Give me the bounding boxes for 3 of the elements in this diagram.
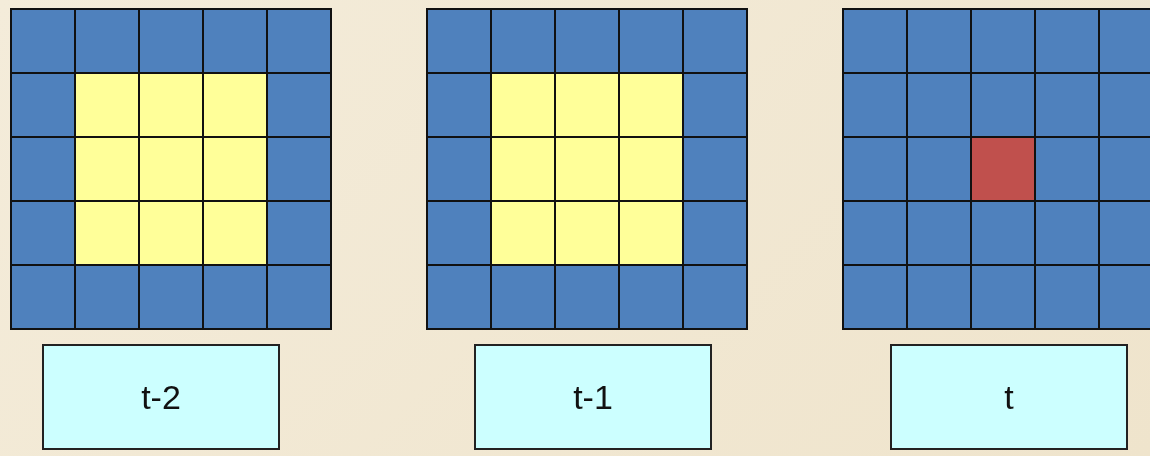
time-step-box: t-2 bbox=[42, 344, 280, 450]
time-step-box: t bbox=[890, 344, 1128, 450]
time-step-box: t-1 bbox=[474, 344, 712, 450]
